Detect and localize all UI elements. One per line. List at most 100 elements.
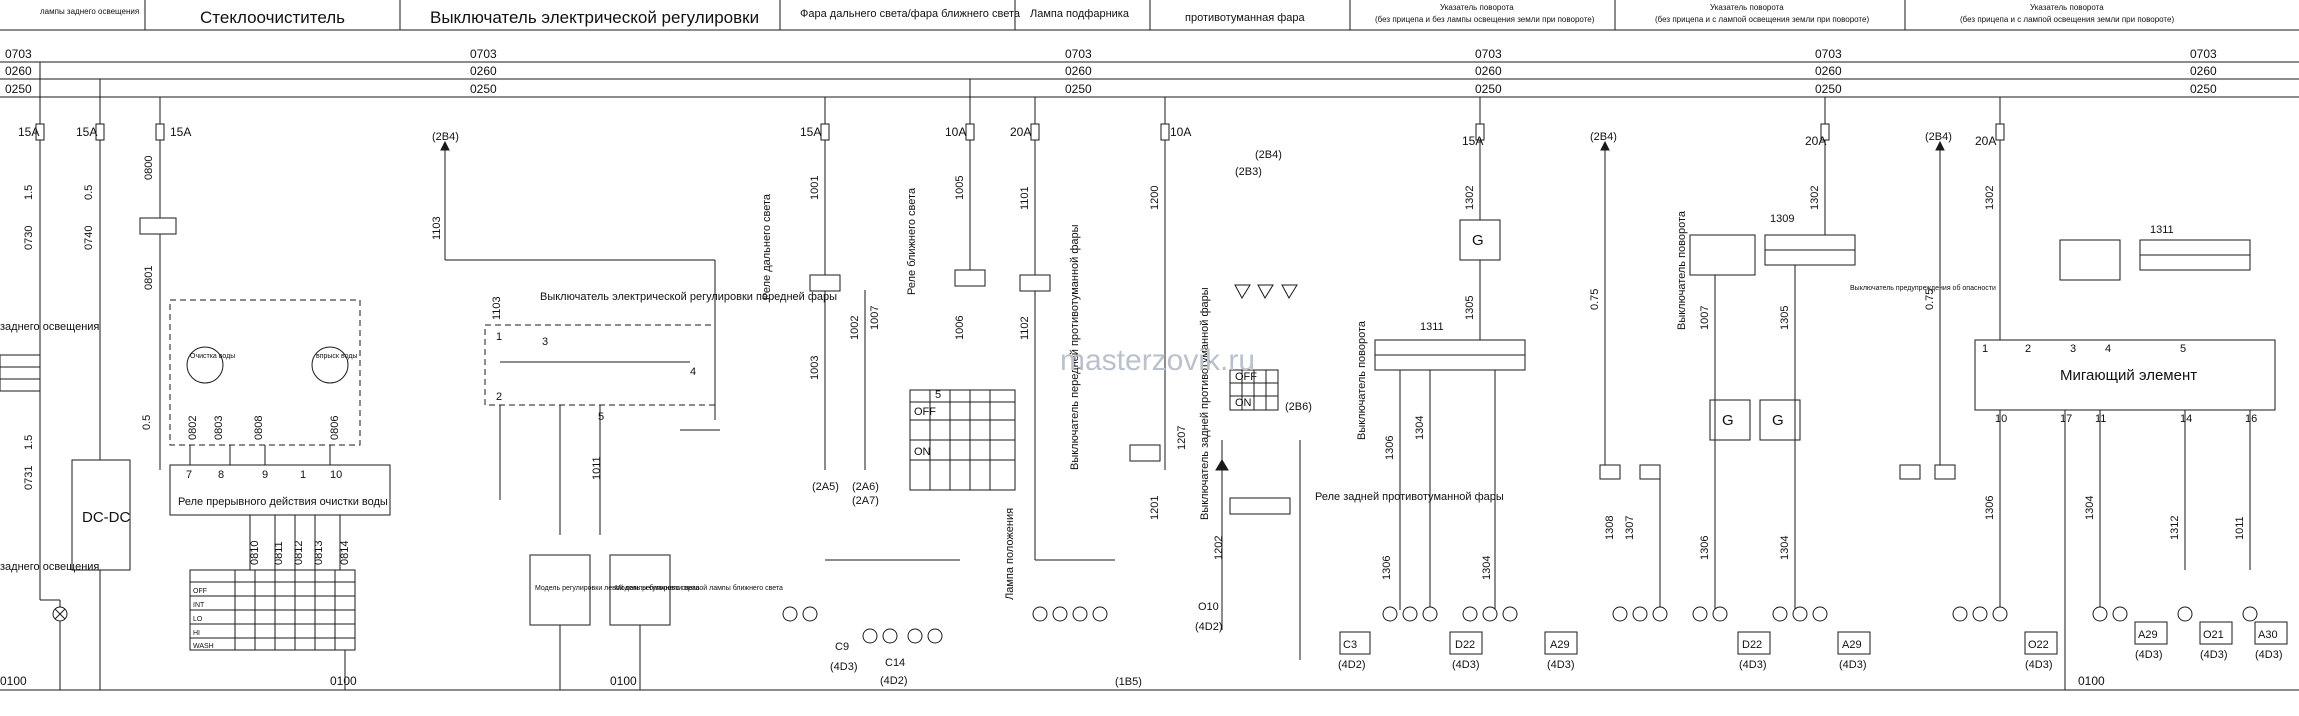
bus-label-0250-d: 0250 [1815,82,1842,96]
adjust-pin-4: 4 [690,366,696,378]
bus-label-0250-b: 0250 [1065,82,1092,96]
flasher-3-g: G [1772,412,1784,429]
bus-label-0250-a: 0250 [470,82,497,96]
headlight-switch-label: Выключатель электрической регулировки пе… [540,291,837,303]
plug-a29-c: A29 [2138,629,2158,641]
wire-1304-a: 1007 [1699,306,1711,330]
light-pos-on: ON [914,446,931,458]
relay-pin-7: 7 [186,469,192,481]
rear-fog-relay-label: Реле задней противотуманной фары [1315,491,1504,503]
wire-0800: 0800 [143,156,155,180]
plug-c9: C9 [835,641,849,653]
bus-label-0260-b: 0260 [1065,64,1092,78]
wiper-relay-label: Реле прерывного действия очистки воды [178,496,388,508]
hdr-turn-3-note: (без прицепа и с лампой освещения земли … [1960,15,2174,24]
conn-2b6: (2B6) [1285,401,1312,413]
plug-d22-b-code: (4D3) [1739,659,1767,671]
wire-0810: 0810 [249,541,261,565]
fuse-10 [1995,123,2005,141]
bus-label-0703-a: 0703 [470,47,497,61]
wire-1306-a: 1304 [1414,416,1426,440]
section-wiper [139,97,391,690]
section-rear-lights [0,62,131,690]
plug-c3-code: (4D2) [1338,659,1366,671]
section-adjust [440,140,720,690]
bus-label-0260-a: 0260 [470,64,497,78]
wire-1103-b: 1103 [491,296,503,320]
conn-2b4-b: (2B4) [1255,149,1282,161]
wire-1005: 1005 [954,176,966,200]
bus-label-0260-left: 0260 [5,64,32,78]
header: лампы заднего освещения Стеклоочиститель… [40,3,2174,27]
conn-2a5: (2A5) [812,481,839,493]
wire-0731: 0731 [23,466,35,490]
hdr-rear-light: лампы заднего освещения [40,7,139,16]
relay-pin-10: 10 [330,469,342,481]
position-lamp-label: Лампа положения [1004,508,1016,600]
left-module-label: Модель регулировки левой лампы ближнего … [535,584,699,592]
rear-fog-switch-label: Выключатель задней противотуманной фары [1199,287,1211,520]
wiper-motor-icon [186,346,224,384]
flasher-pin-10: 10 [1995,413,2007,425]
plug-o21: O21 [2203,629,2224,641]
plug-a30-code: (4D3) [2255,649,2283,661]
bus-label-0260-d: 0260 [1815,64,1842,78]
section-turn-1 [1374,97,1578,655]
high-beam-relay-coil [809,274,841,292]
adjust-pin-3: 3 [542,336,548,348]
adjust-pin-1: 1 [496,331,502,343]
fuse-label-9: 20A [1805,134,1826,148]
rear-fog-relay-coil [1229,497,1291,515]
wire-1311: 1312 [2169,516,2181,540]
fuse-label-8: 15A [1462,134,1483,148]
fuse-label-7: 10A [1170,125,1191,139]
fuse-label-1: 15A [18,125,39,139]
wire-1200: 1200 [1149,186,1161,210]
bus-label-0250-e: 0250 [2190,82,2217,96]
right-module-label: Модель регулировки правой лампы ближнего… [615,584,783,592]
fuse-8 [1475,123,1485,141]
front-fog-switch-label: Выключатель передней противотуманной фар… [1069,224,1081,470]
ground-label-left: 0100 [0,674,27,688]
ground-label-adjust: 0100 [610,674,637,688]
hdr-wiper: Стеклоочиститель [200,8,345,27]
wire-1308-a: 1307 [1624,516,1636,540]
plug-o21-code: (4D3) [2200,649,2228,661]
plug-o10-code: (4D2) [1195,621,1223,633]
hdr-headlight: Фара дальнего света/фара ближнего света [800,8,1021,20]
hdr-turn-3: Указатель поворота [2030,3,2104,12]
plug-a29-b-code: (4D3) [1839,659,1867,671]
wire-0740: 0740 [83,226,95,250]
turn-switch-label-1: Выключатель поворота [1356,320,1368,440]
light-table-pin-5: 5 [935,389,941,401]
flasher-pin-14: 14 [2180,413,2192,425]
wire-0806: 0806 [329,416,341,440]
flasher-pin-11: 11 [2095,413,2106,425]
wire-1007: 1007 [869,306,881,330]
dcdc-box [71,459,131,571]
low-beam-relay-label: Реле ближнего света [906,187,918,295]
fuse-1 [35,123,45,141]
wire-1011: 1011 [591,456,603,480]
wire-0808: 0808 [253,416,265,440]
bus-label-0703-c: 0703 [1475,47,1502,61]
relay-pin-9: 9 [262,469,268,481]
wiper-switch-label: Очистка воды [190,353,235,360]
wire-0730-gauge: 1.5 [23,185,35,200]
section-position-fog [1019,97,1371,660]
fuse-5 [965,123,975,141]
washer-motor-icon [311,346,349,384]
plug-o22-code: (4D3) [2025,659,2053,671]
wire-0801: 0801 [143,266,155,290]
wire-1006: 1006 [954,316,966,340]
ground-label-wiper: 0100 [330,674,357,688]
relay-pin-1: 1 [300,469,306,481]
wire-1305-a2: 1306 [1381,556,1393,580]
wire-0811: 0811 [273,541,285,565]
plug-a29-c-code: (4D3) [2135,649,2163,661]
fuse-label-10: 20A [1975,134,1996,148]
flasher-pin-16: 16 [2245,413,2257,425]
wiper-pos-hi: HI [193,630,200,637]
bus-labels: 0703 0260 0250 0703 0260 0250 0703 0260 … [5,47,2217,96]
